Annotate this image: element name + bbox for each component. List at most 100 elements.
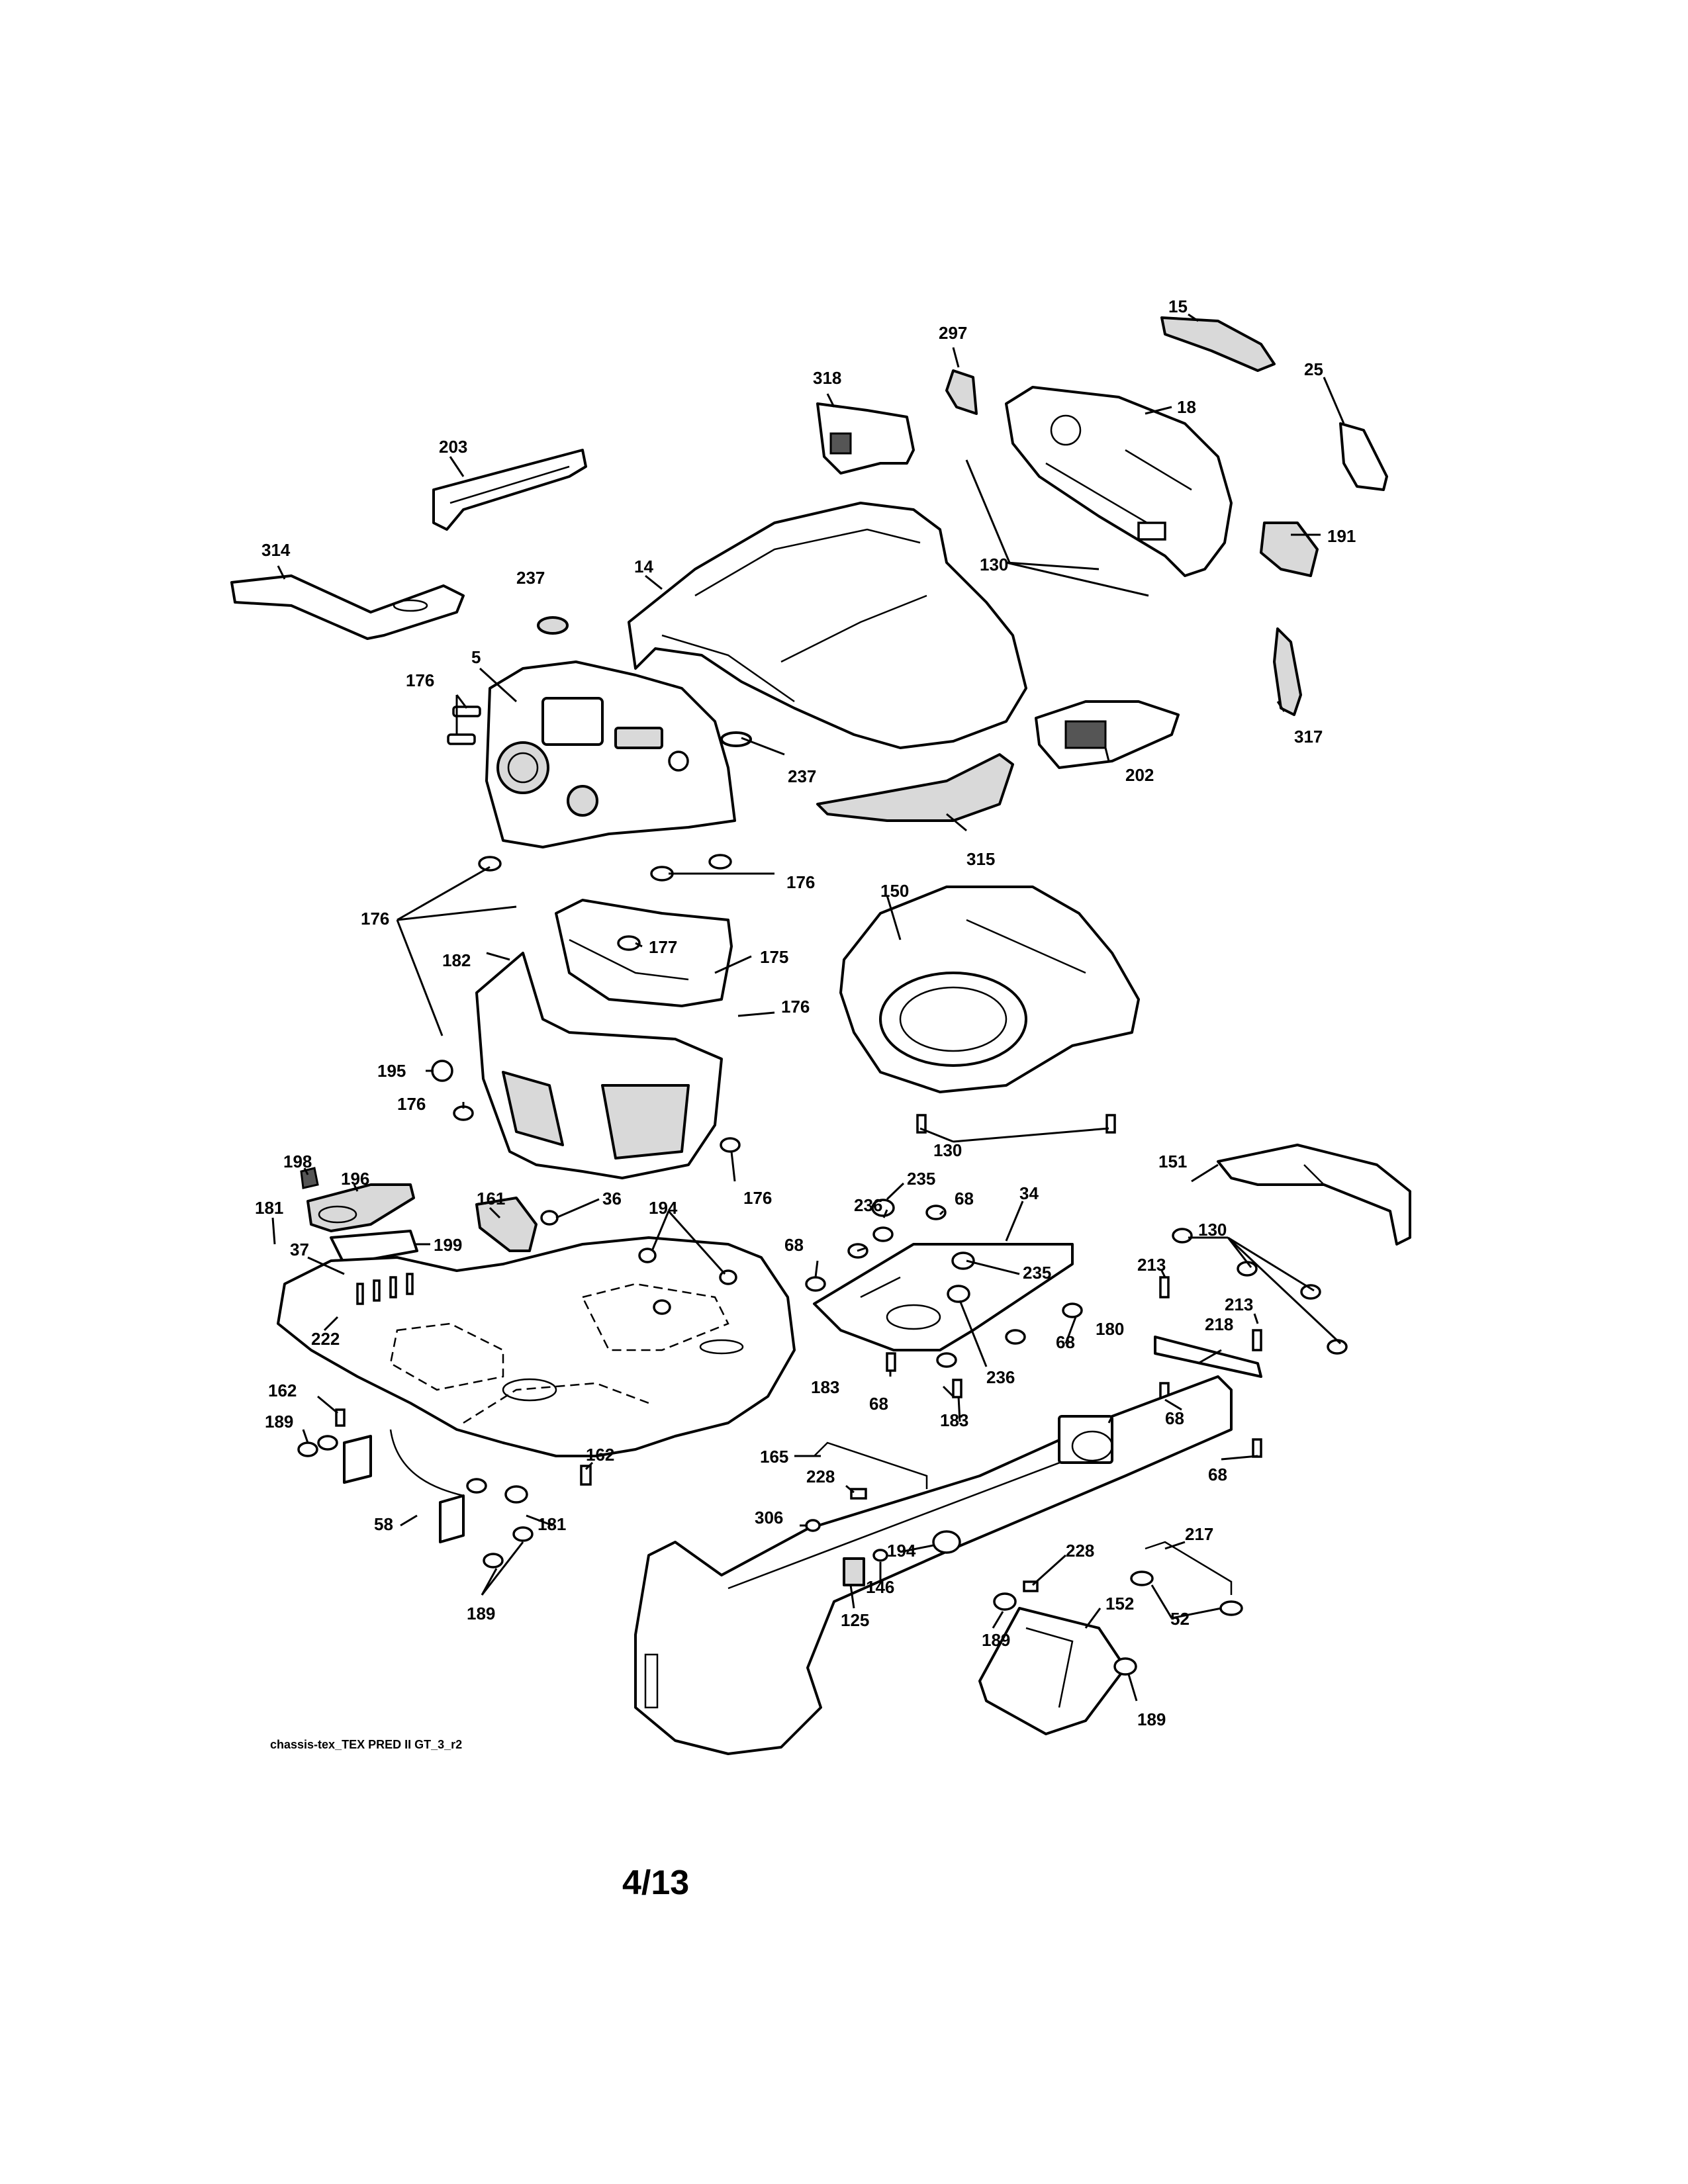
callout-194-top: 194 <box>649 1198 678 1218</box>
page-number: 4/13 <box>622 1864 690 1902</box>
callout-162-right: 162 <box>586 1445 615 1465</box>
callout-195: 195 <box>377 1061 406 1081</box>
part-182-support <box>475 952 723 1179</box>
callout-68-left: 68 <box>784 1235 804 1255</box>
callout-183-right: 183 <box>940 1410 969 1430</box>
callout-237-mid: 237 <box>788 766 817 786</box>
callout-236-top: 236 <box>854 1195 883 1215</box>
part-198-clip <box>300 1167 319 1189</box>
callout-161: 161 <box>477 1189 506 1208</box>
callout-176-right: 176 <box>781 997 810 1017</box>
callout-68-bottom: 68 <box>869 1394 888 1414</box>
part-175-bracket <box>555 899 733 1007</box>
part-297-bracket <box>945 369 978 415</box>
hardware-130-shroud <box>916 1114 1116 1134</box>
callout-189-top: 189 <box>265 1412 294 1432</box>
part-194-bushing <box>932 1530 961 1554</box>
callout-191: 191 <box>1327 526 1356 546</box>
part-317-panel <box>1273 627 1302 716</box>
part-37-fender <box>277 1236 796 1457</box>
callout-130-top: 130 <box>980 555 1009 574</box>
callout-37: 37 <box>290 1240 309 1259</box>
callout-150: 150 <box>880 881 910 901</box>
hardware-36-194 <box>540 1210 737 1315</box>
callout-306: 306 <box>755 1508 784 1527</box>
callout-222: 222 <box>311 1329 340 1349</box>
callout-228-left: 228 <box>806 1467 835 1486</box>
callout-189-bottom: 189 <box>467 1604 496 1623</box>
part-125-block <box>843 1557 865 1586</box>
callout-68-frame: 68 <box>1165 1408 1184 1428</box>
part-180-frame <box>634 1375 1233 1755</box>
callout-176-left: 176 <box>361 909 390 929</box>
callout-183-left: 183 <box>811 1377 840 1397</box>
part-202-lens <box>1035 700 1180 769</box>
callout-199: 199 <box>434 1235 463 1255</box>
callout-68-far: 68 <box>1208 1465 1227 1484</box>
callout-5: 5 <box>471 647 481 667</box>
callout-213-left: 213 <box>1137 1255 1166 1275</box>
callout-151: 151 <box>1158 1152 1188 1171</box>
callout-189-tray-left: 189 <box>982 1630 1011 1650</box>
part-203-trim <box>432 449 587 531</box>
callout-203: 203 <box>439 437 468 457</box>
callout-297: 297 <box>939 323 968 343</box>
callout-130-bracket: 130 <box>1198 1220 1227 1240</box>
callout-152: 152 <box>1105 1594 1135 1614</box>
callout-125: 125 <box>841 1610 870 1630</box>
callout-176-bottom: 176 <box>743 1188 773 1208</box>
callout-317: 317 <box>1294 727 1323 747</box>
callout-36: 36 <box>602 1189 622 1208</box>
hardware-222-bolts <box>356 1273 414 1305</box>
part-151-bracket <box>1217 1144 1411 1246</box>
part-217-rod <box>1130 1541 1243 1616</box>
callout-34: 34 <box>1019 1183 1039 1203</box>
part-196-plate <box>306 1183 415 1232</box>
part-15-trim <box>1160 316 1276 372</box>
callout-58: 58 <box>374 1514 393 1534</box>
callout-68-top: 68 <box>955 1189 974 1208</box>
callout-181-top: 181 <box>255 1198 284 1218</box>
callout-198: 198 <box>283 1152 312 1171</box>
hardware-146 <box>872 1549 888 1562</box>
hardware-228-left <box>850 1488 867 1500</box>
callout-318: 318 <box>813 368 842 388</box>
hardware-130-bracket <box>1172 1228 1348 1355</box>
callout-162-left: 162 <box>268 1381 297 1400</box>
callout-181-bottom: 181 <box>538 1514 567 1534</box>
callout-228-right: 228 <box>1066 1541 1095 1561</box>
part-195-grommet <box>431 1060 453 1082</box>
callout-196: 196 <box>341 1169 370 1189</box>
hardware-176-group <box>447 705 732 882</box>
part-18-grille <box>1005 386 1233 577</box>
callout-176-mid: 176 <box>786 872 816 892</box>
hardware-306 <box>805 1519 821 1532</box>
callout-165: 165 <box>760 1447 789 1467</box>
diagram-caption: chassis-tex_TEX PRED II GT_3_r2 <box>270 1738 463 1751</box>
part-165-rod <box>814 1441 928 1489</box>
hardware-176-right <box>720 1137 741 1153</box>
callout-14: 14 <box>634 557 653 576</box>
part-315-trim <box>816 753 1014 822</box>
part-150-shroud <box>839 886 1140 1093</box>
part-237-plug-mid <box>720 731 752 747</box>
part-318-panel <box>816 402 915 475</box>
callout-218: 218 <box>1205 1314 1234 1334</box>
callout-182: 182 <box>442 950 471 970</box>
part-152-tray <box>978 1592 1137 1735</box>
callout-52: 52 <box>1170 1609 1190 1629</box>
part-5-dash <box>485 660 736 848</box>
callout-18: 18 <box>1177 397 1196 417</box>
callout-235-right: 235 <box>1023 1263 1052 1283</box>
callout-235-top: 235 <box>907 1169 936 1189</box>
callout-177: 177 <box>649 937 678 957</box>
callout-237-top: 237 <box>516 568 545 588</box>
callout-146: 146 <box>866 1577 895 1597</box>
hardware-162-189-58 <box>297 1408 592 1569</box>
part-191-vent <box>1260 522 1319 577</box>
callout-194-bottom: 194 <box>887 1541 916 1561</box>
callout-68-mid: 68 <box>1056 1332 1075 1352</box>
callout-175: 175 <box>760 947 789 967</box>
part-14-hood <box>628 502 1027 749</box>
